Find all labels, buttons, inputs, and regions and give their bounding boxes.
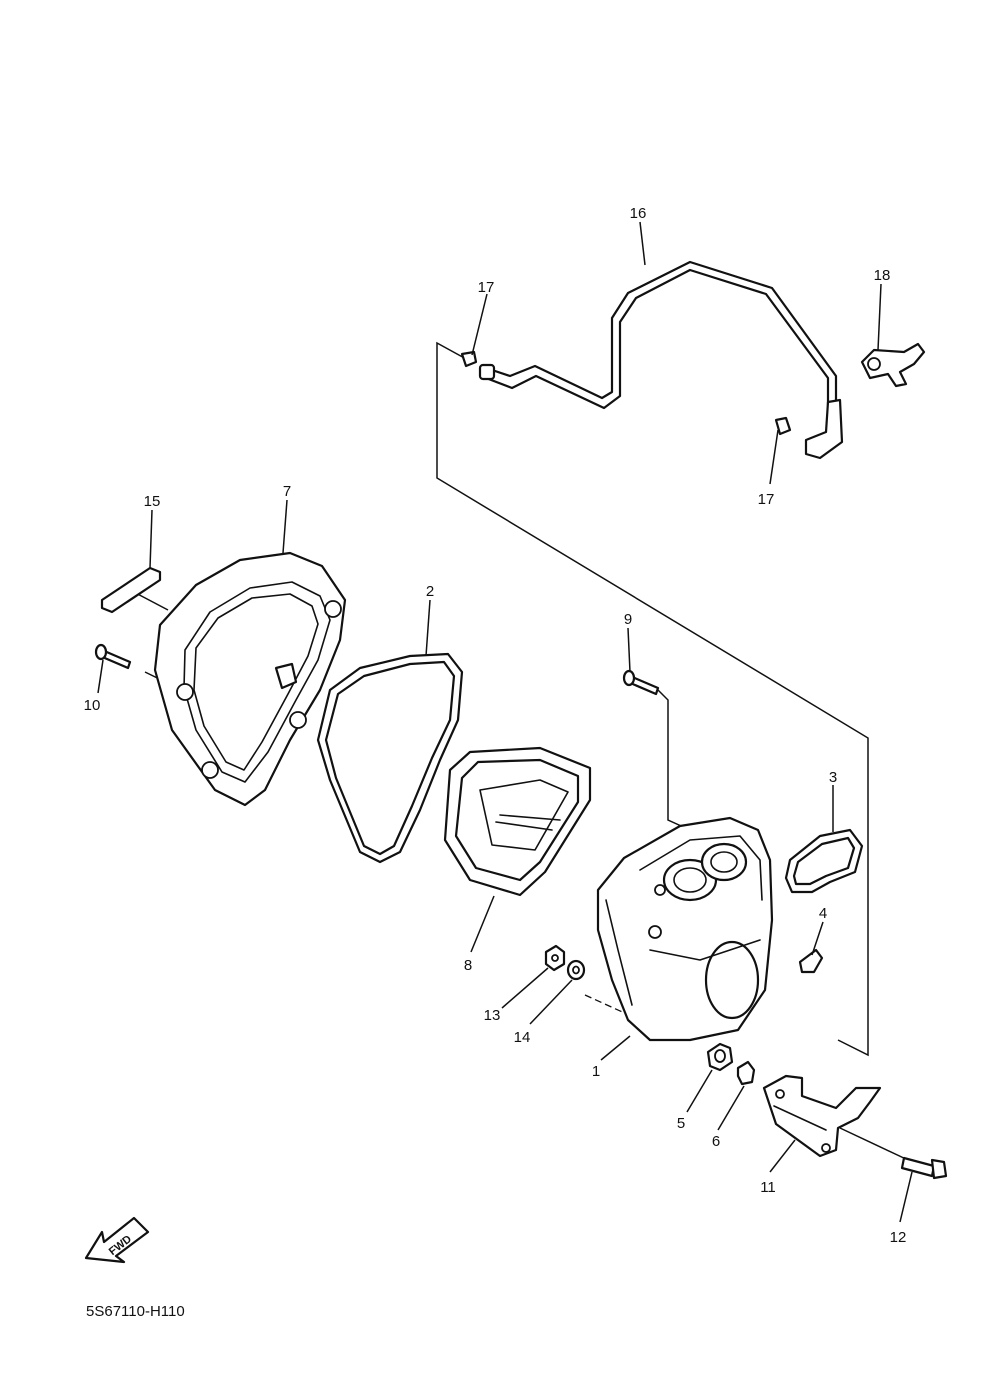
- air-filter-case: [596, 816, 774, 1042]
- filter-case-gasket: [316, 652, 464, 864]
- callout-14: 14: [514, 1029, 531, 1046]
- callout-3: 3: [829, 769, 837, 786]
- callout-7: 7: [283, 483, 291, 500]
- callout-15: 15: [144, 493, 161, 510]
- case-clip: [798, 948, 824, 974]
- callout-16: 16: [630, 205, 647, 222]
- air-filter-case-cover: [153, 551, 347, 807]
- callout-5: 5: [677, 1115, 685, 1132]
- callout-1: 1: [592, 1063, 600, 1080]
- air-filter-element: [443, 746, 592, 897]
- callout-2: 2: [426, 583, 434, 600]
- case-o-ring: [784, 828, 864, 894]
- hose-holder-clamp: [860, 342, 926, 388]
- callout-10: 10: [84, 697, 101, 714]
- hose-clip-lower: [774, 416, 792, 436]
- callout-9: 9: [624, 611, 632, 628]
- fwd-arrow-icon: FWD: [84, 1216, 150, 1264]
- case-screw-upper: [622, 669, 660, 696]
- seal-strip: [100, 566, 162, 614]
- cover-screw-left: [94, 643, 132, 670]
- callout-17-lower: 17: [758, 491, 775, 508]
- callout-4: 4: [819, 905, 827, 922]
- diagram-code: 5S67110-H110: [86, 1303, 185, 1320]
- callout-leaders: [97, 221, 913, 1223]
- plain-washer: [566, 959, 586, 981]
- callout-8: 8: [464, 957, 472, 974]
- collar: [736, 1060, 756, 1086]
- damper-grommet: [706, 1042, 734, 1072]
- callout-labels: 16 17 18 17 15 7 10 2 9 3 4 8 13 14 1 5 …: [84, 205, 907, 1246]
- callout-18: 18: [874, 267, 891, 284]
- callout-13: 13: [484, 1007, 501, 1024]
- callout-17-upper: 17: [478, 279, 495, 296]
- hose-clip-upper: [460, 350, 478, 368]
- hex-nut: [544, 944, 566, 972]
- breather-hose: [478, 260, 844, 460]
- callout-6: 6: [712, 1133, 720, 1150]
- callout-12: 12: [890, 1229, 907, 1246]
- callout-11: 11: [760, 1179, 776, 1196]
- bracket-bolt: [900, 1156, 948, 1180]
- case-bracket: [762, 1074, 882, 1158]
